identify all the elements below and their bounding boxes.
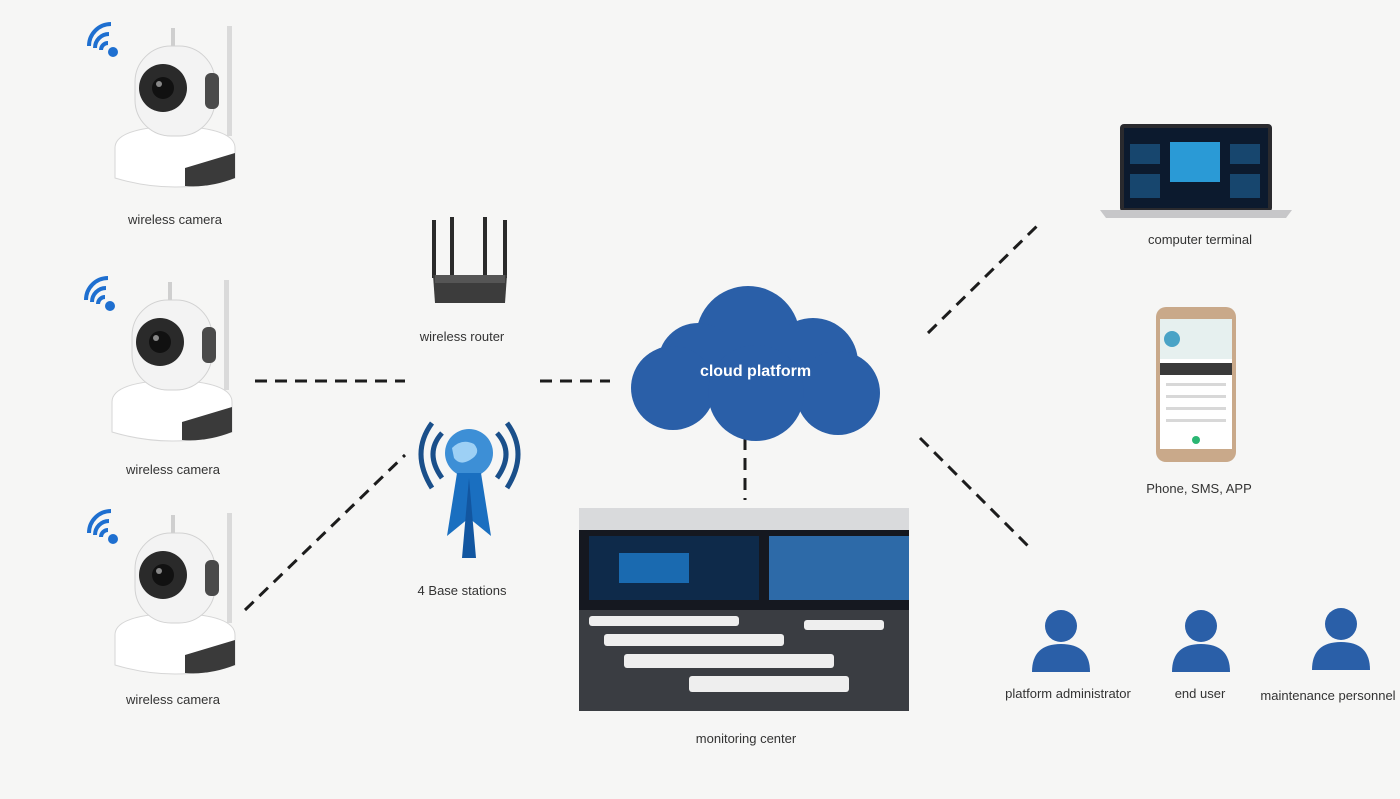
cloud-icon <box>631 286 880 441</box>
connector-cloud-computer <box>926 223 1040 335</box>
laptop-icon <box>1100 124 1292 219</box>
security-camera-icon <box>114 26 236 188</box>
wifi-signal-icon <box>87 509 118 544</box>
smartphone-icon <box>1156 307 1236 462</box>
camera-1-label: wireless camera <box>128 212 222 227</box>
maintenance-personnel-label: maintenance personnel <box>1260 688 1396 703</box>
platform-administrator-label: platform administrator <box>1005 686 1131 701</box>
connector-camera3-tower <box>243 453 407 612</box>
wifi-signal-icon <box>84 276 115 311</box>
radio-tower-icon <box>412 408 527 568</box>
camera-2-label: wireless camera <box>126 462 220 477</box>
cloud-platform: cloud platform <box>628 283 883 443</box>
base-stations-label: 4 Base stations <box>417 583 507 598</box>
computer-terminal-label: computer terminal <box>1147 232 1253 247</box>
security-camera-icon <box>111 280 233 442</box>
person-icon <box>1030 608 1092 672</box>
security-camera-icon <box>114 513 236 675</box>
router-icon <box>425 215 515 310</box>
camera-node-3 <box>75 505 245 685</box>
wifi-signal-icon <box>87 22 118 57</box>
person-icon <box>1310 606 1372 670</box>
monitoring-center-label: monitoring center <box>695 731 797 746</box>
person-icon <box>1170 608 1232 672</box>
phone-label: Phone, SMS, APP <box>1146 481 1252 496</box>
camera-node-2 <box>72 272 242 452</box>
monitoring-center-image <box>579 508 909 711</box>
camera-3-label: wireless camera <box>126 692 220 707</box>
cloud-label: cloud platform <box>699 363 812 380</box>
camera-node-1 <box>75 18 245 198</box>
router-label: wireless router <box>419 329 505 344</box>
end-user-label: end user <box>1174 686 1226 701</box>
connector-cloud-users <box>918 436 1032 550</box>
